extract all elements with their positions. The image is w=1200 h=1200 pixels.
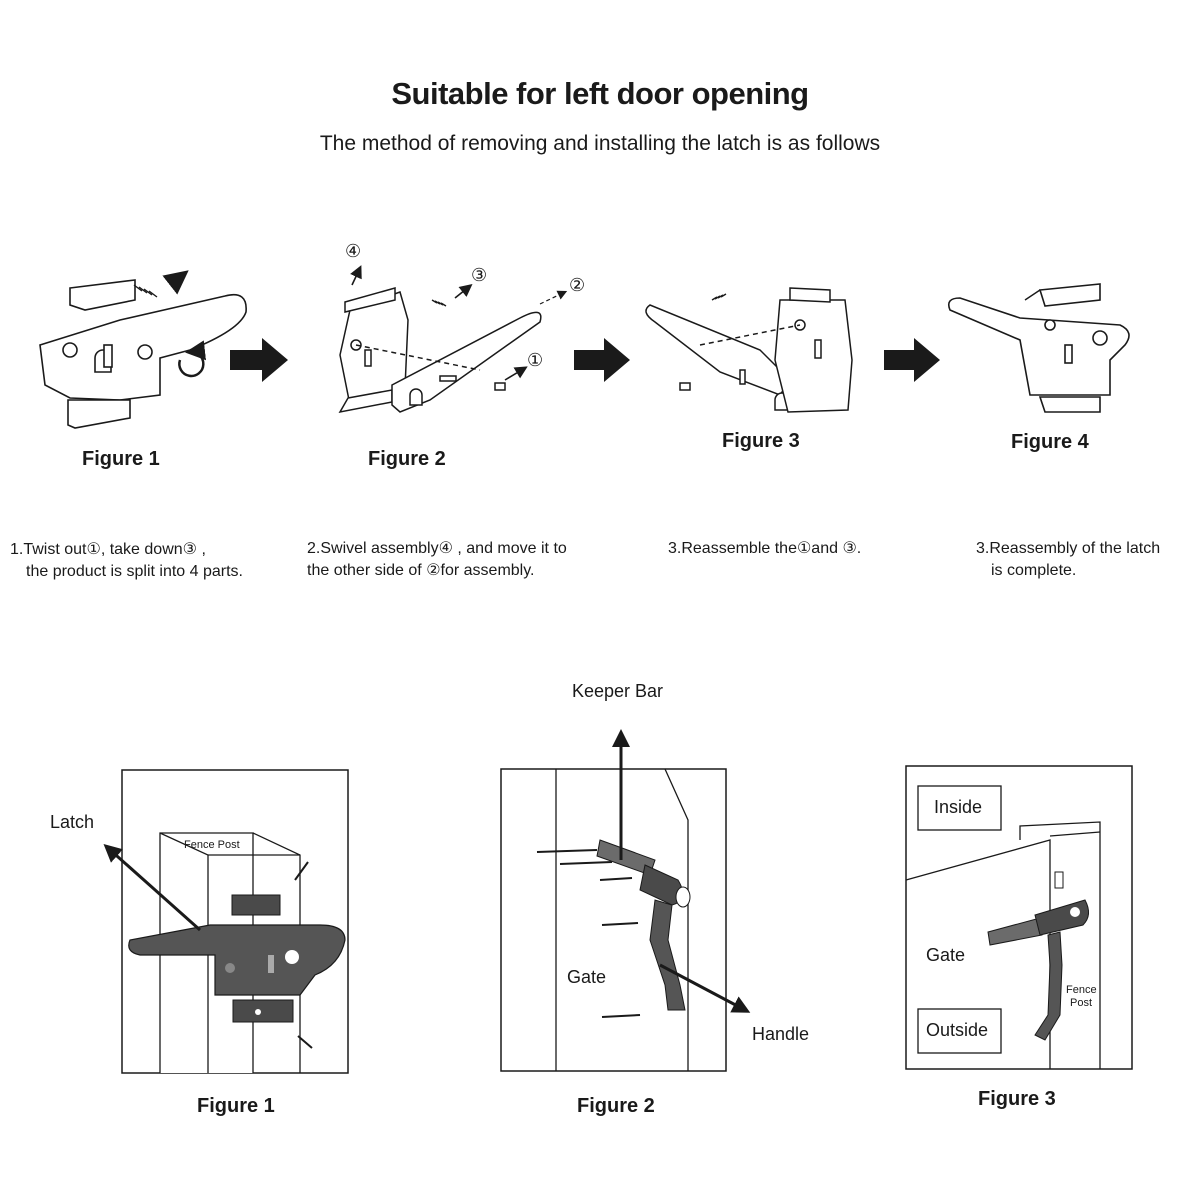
gate-label-fig2: Gate	[567, 967, 607, 987]
fence-post-small-line-1: Fence	[1066, 984, 1097, 996]
step-1-line-2: the product is split into 4 parts.	[26, 563, 243, 580]
step-2: 2.Swivel assembly④ , and move it to the …	[307, 538, 567, 582]
top-figure-1-latch	[39, 270, 247, 429]
latch-callout: Latch	[50, 812, 95, 832]
top-figure-2-label: Figure 2	[368, 448, 446, 470]
page-title: Suitable for left door opening	[391, 76, 809, 111]
bottom-figure-2	[500, 729, 751, 1072]
outside-label: Outside	[926, 1020, 989, 1040]
step-3-line-1: 3.Reassemble the①and ③.	[668, 540, 862, 557]
marker-1: ①	[527, 350, 544, 370]
top-figure-1-label: Figure 1	[82, 448, 160, 470]
marker-2: ②	[569, 275, 586, 295]
bottom-figure-1-label: Figure 1	[197, 1095, 275, 1117]
bottom-figure-1	[103, 769, 349, 1074]
top-figure-4-assembled	[947, 283, 1130, 413]
bottom-figure-3	[905, 765, 1133, 1070]
top-figure-3-reassemble	[645, 287, 853, 413]
top-figure-4-label: Figure 4	[1011, 431, 1089, 453]
bottom-figure-3-label: Figure 3	[978, 1088, 1056, 1110]
gate-label-fig3: Gate	[926, 945, 966, 965]
fence-post-label: Fence Post	[184, 839, 240, 851]
bottom-figure-2-label: Figure 2	[577, 1095, 655, 1117]
step-1-line-1: 1.Twist out①, take down③ ,	[10, 541, 206, 558]
step-arrow-3	[884, 338, 940, 382]
marker-4: ④	[345, 241, 362, 261]
fence-post-small-line-2: Post	[1070, 997, 1093, 1009]
step-3: 3.Reassemble the①and ③.	[668, 538, 861, 560]
top-figure-2-exploded	[338, 265, 568, 414]
step-4-line-2: is complete.	[991, 562, 1077, 579]
step-arrow-1	[230, 338, 288, 382]
top-figure-3-label: Figure 3	[722, 430, 800, 452]
step-4-line-1: 3.Reassembly of the latch	[976, 540, 1161, 557]
step-4: 3.Reassembly of the latch is complete.	[976, 538, 1160, 582]
inside-label: Inside	[934, 797, 983, 817]
keeper-bar-callout: Keeper Bar	[572, 681, 664, 701]
marker-3: ③	[471, 265, 488, 285]
step-1: 1.Twist out①, take down③ , the product i…	[10, 539, 243, 583]
handle-callout: Handle	[752, 1024, 810, 1044]
step-arrow-2	[574, 338, 630, 382]
page-subtitle: The method of removing and installing th…	[319, 132, 881, 155]
step-2-line-1: 2.Swivel assembly④ , and move it to	[307, 540, 567, 557]
step-2-line-2: the other side of ②for assembly.	[307, 562, 535, 579]
